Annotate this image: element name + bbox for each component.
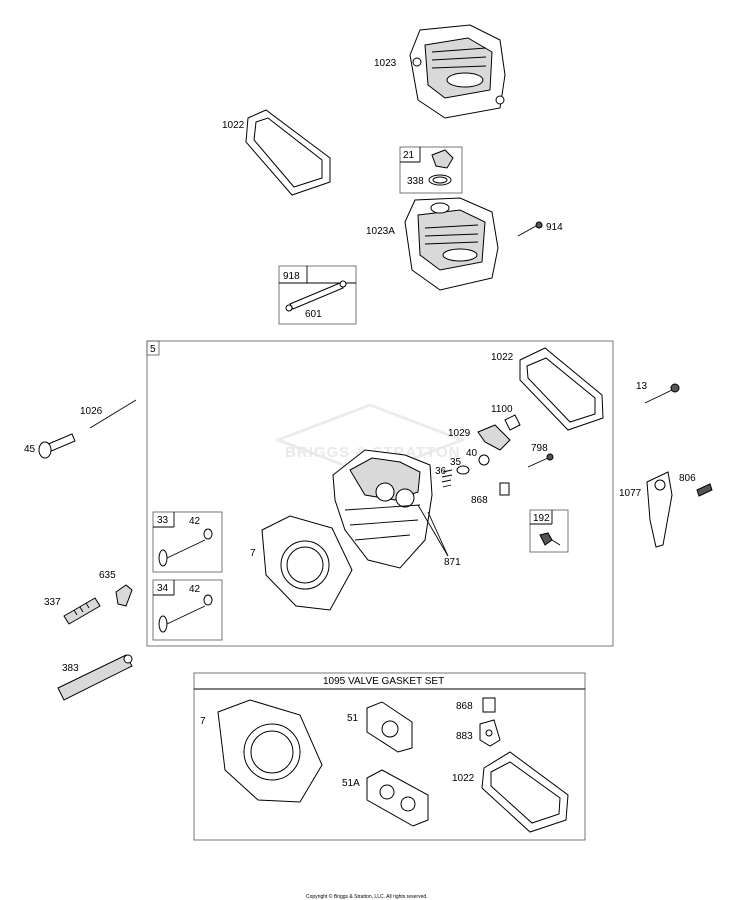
- gasket-883: [479, 719, 501, 747]
- label-21: 21: [403, 150, 415, 161]
- spark-plug-boot-635: [115, 584, 133, 607]
- stud-nut-192: [539, 532, 561, 546]
- rocker-nut-40: [478, 454, 490, 466]
- label-601: 601: [305, 309, 322, 320]
- kit-title: 1095 VALVE GASKET SET: [323, 676, 444, 687]
- gasket-1022-top: [245, 109, 331, 196]
- intake-valve-34: [158, 594, 213, 633]
- stud-798: [527, 453, 554, 468]
- box-21-338: [399, 146, 463, 194]
- box-5-cylinder-head: [146, 340, 614, 647]
- tappet-45: [38, 433, 76, 459]
- valve-cover-1023: [409, 24, 506, 119]
- label-36: 36: [435, 466, 447, 477]
- copyright-text: Copyright © Briggs & Stratton, LLC. All …: [306, 893, 428, 900]
- breather-bolt-914: [517, 221, 543, 237]
- box-918-601: [278, 265, 357, 325]
- label-42-b: 42: [189, 584, 201, 595]
- lifting-bracket-1077: [646, 471, 673, 548]
- label-192: 192: [533, 513, 550, 524]
- label-338: 338: [407, 176, 424, 187]
- box-34-42: [152, 579, 223, 641]
- label-868-kit: 868: [456, 701, 473, 712]
- box-33-42: [152, 511, 223, 573]
- label-35: 35: [450, 457, 462, 468]
- spark-plug-337: [63, 597, 101, 625]
- bolt-13: [644, 383, 680, 404]
- label-1029: 1029: [448, 428, 471, 439]
- label-918: 918: [283, 271, 300, 282]
- label-1100: 1100: [491, 404, 513, 415]
- label-40: 40: [466, 448, 478, 459]
- exhaust-gasket-51A: [366, 769, 429, 827]
- breather-tube-601: [285, 280, 347, 312]
- label-51: 51: [347, 713, 359, 724]
- label-7-kit: 7: [200, 716, 206, 727]
- head-gasket-7-kit: [217, 699, 323, 803]
- label-51A: 51A: [342, 778, 360, 789]
- valve-stem-seal-868: [499, 482, 510, 496]
- label-1077: 1077: [619, 488, 642, 499]
- head-gasket-7-mid: [261, 515, 353, 611]
- label-33: 33: [157, 515, 169, 526]
- label-1022-mid: 1022: [491, 352, 514, 363]
- spark-plug-wrench-383: [57, 654, 133, 701]
- label-871: 871: [444, 557, 461, 568]
- gasket-1022-mid: [519, 347, 604, 431]
- exhaust-valve-33: [158, 528, 213, 567]
- label-337: 337: [44, 597, 61, 608]
- label-635: 635: [99, 570, 116, 581]
- label-383: 383: [62, 663, 79, 674]
- rocker-arm-1029: [477, 424, 511, 451]
- label-1022-kit: 1022: [452, 773, 475, 784]
- label-868-mid: 868: [471, 495, 488, 506]
- screw-806: [696, 483, 713, 497]
- label-883: 883: [456, 731, 473, 742]
- box-192: [529, 509, 569, 553]
- label-1023: 1023: [374, 58, 397, 69]
- rocker-stud-1100: [504, 414, 521, 431]
- valve-cover-1023A: [404, 197, 499, 291]
- cylinder-head: [332, 449, 433, 569]
- label-34: 34: [157, 583, 169, 594]
- label-7-mid: 7: [250, 548, 256, 559]
- label-5: 5: [150, 344, 156, 355]
- spring-retainer-35: [456, 465, 470, 475]
- label-1026: 1026: [80, 406, 103, 417]
- valve-spring-36: [441, 469, 453, 488]
- gasket-1022-kit: [481, 751, 569, 833]
- valve-stem-seal-868-kit: [482, 697, 496, 713]
- label-13: 13: [636, 381, 648, 392]
- label-1022-top: 1022: [222, 120, 245, 131]
- label-806: 806: [679, 473, 696, 484]
- label-798: 798: [531, 443, 548, 454]
- intake-gasket-51: [366, 701, 413, 753]
- label-45: 45: [24, 444, 36, 455]
- label-1023A: 1023A: [366, 226, 395, 237]
- box-1095-valve-gasket-set: [193, 672, 586, 841]
- label-914: 914: [546, 222, 563, 233]
- push-rod-1026: [89, 399, 137, 429]
- label-42-a: 42: [189, 516, 201, 527]
- oil-fill-cap-21: [428, 149, 454, 186]
